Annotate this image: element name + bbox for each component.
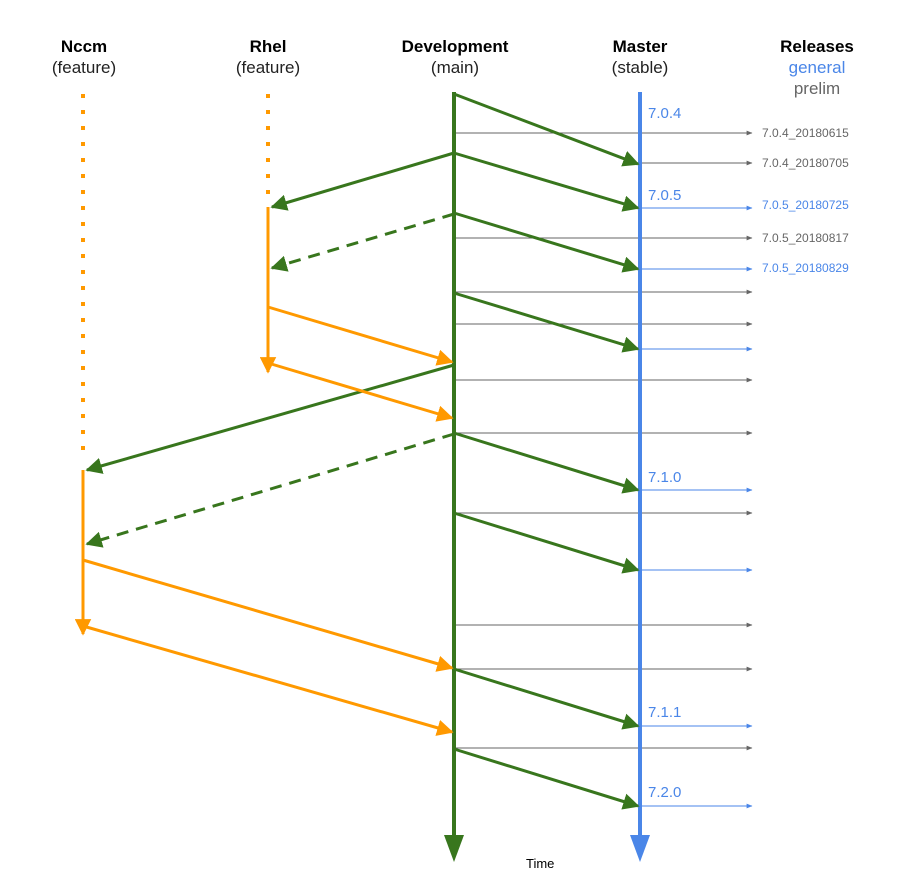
merge-arrow (453, 511, 640, 574)
release-label: 7.0.5_20180725 (762, 198, 849, 212)
dev-to-master-merges (453, 92, 640, 810)
merge-arrow (453, 151, 640, 212)
lane-header-nccm: Nccm (feature) (45, 36, 123, 78)
merge-arrow (453, 92, 640, 167)
feature-to-dev (82, 305, 454, 736)
version-label: 7.1.1 (648, 704, 681, 721)
lane-header-rhel: Rhel (feature) (229, 36, 307, 78)
development-arrowhead (444, 835, 464, 862)
merge-arrow-rhel (267, 305, 454, 366)
lane-subtitle-nccm: (feature) (51, 58, 117, 77)
general-lines (642, 205, 753, 809)
version-label: 7.2.0 (648, 784, 681, 801)
legend-prelim: prelim (793, 79, 841, 98)
legend-general: general (788, 58, 846, 77)
release-label: 7.0.5_20180817 (762, 231, 849, 245)
version-label: 7.0.4 (648, 105, 681, 122)
lane-subtitle-rhel: (feature) (235, 58, 301, 77)
merge-arrow (453, 431, 640, 494)
release-label: 7.0.4_20180705 (762, 156, 849, 170)
merge-arrow (453, 291, 640, 353)
lane-title-nccm: Nccm (60, 37, 108, 56)
time-axis-label: Time (526, 856, 554, 871)
merge-arrow-rhel (267, 361, 454, 422)
merge-arrow-nccm (82, 558, 454, 672)
lane-header-master: Master (stable) (595, 36, 685, 78)
version-label: 7.0.5 (648, 187, 681, 204)
lane-title-releases: Releases (780, 37, 854, 56)
release-label: 7.0.4_20180615 (762, 126, 849, 140)
release-label: 7.0.5_20180829 (762, 261, 849, 275)
sync-arrow-nccm (85, 432, 455, 548)
lane-title-master: Master (612, 37, 668, 56)
dev-to-feature (85, 151, 455, 548)
master-arrowhead (630, 835, 650, 862)
branch-arrow-nccm (85, 363, 455, 474)
release-labels: 7.0.4_20180615 7.0.4_20180705 7.0.5_2018… (762, 126, 849, 275)
lane-header-releases: Releases general prelim (762, 36, 872, 99)
lane-title-rhel: Rhel (249, 37, 287, 56)
lane-subtitle-development: (main) (430, 58, 480, 77)
lane-subtitle-master: (stable) (611, 58, 669, 77)
version-labels: 7.0.4 7.0.5 7.1.0 7.1.1 7.2.0 (648, 105, 681, 801)
lane-title-development: Development (401, 37, 509, 56)
version-label: 7.1.0 (648, 469, 681, 486)
merge-arrow (453, 667, 640, 730)
merge-arrow-nccm (82, 624, 454, 736)
merge-arrow (453, 211, 640, 273)
branch-arrow-rhel (270, 151, 455, 211)
sync-arrow-rhel (270, 212, 455, 272)
lane-header-development: Development (main) (385, 36, 525, 78)
prelim-lines (456, 130, 753, 751)
merge-arrow (453, 747, 640, 810)
